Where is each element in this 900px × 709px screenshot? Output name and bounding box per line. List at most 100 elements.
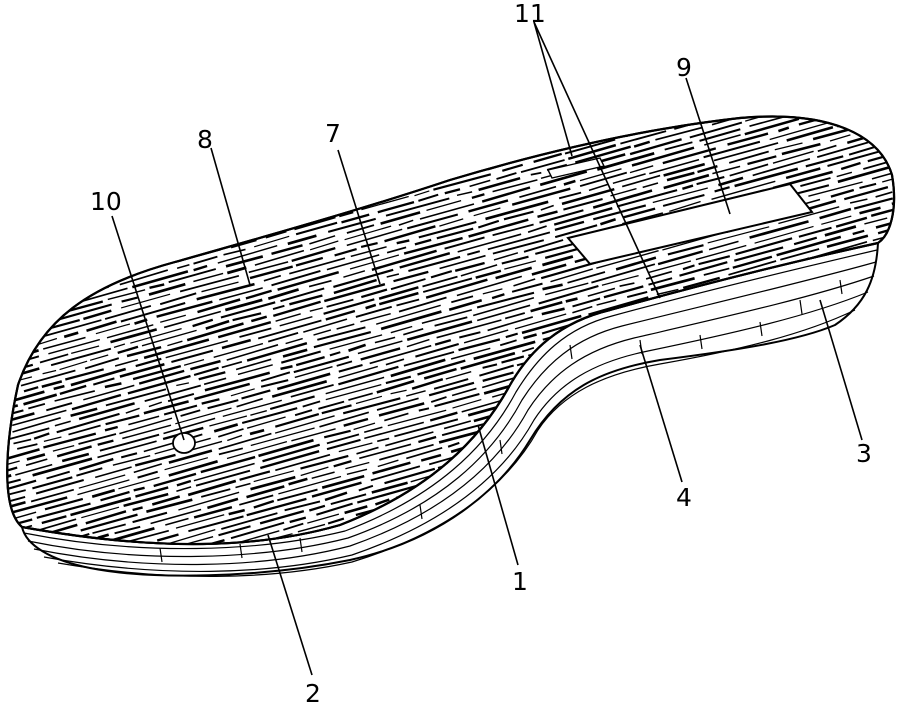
grain-line [634,99,672,109]
grain-line [195,588,253,603]
grain-line [579,171,628,187]
grain-line [873,330,895,341]
grain-line [735,51,750,55]
grain-line [212,116,275,129]
grain-line [0,428,6,435]
grain-line [156,598,170,602]
grain-line [33,215,74,230]
grain-line [841,60,878,71]
grain-line [848,2,880,11]
grain-line [274,413,320,428]
grain-line [506,506,519,512]
grain-line [704,78,768,95]
grain-line [409,93,472,110]
grain-line [218,525,251,537]
grain-line [837,3,900,21]
grain-line [711,180,776,200]
grain-line [246,342,308,362]
grain-line [134,453,176,467]
grain-line [345,176,390,191]
grain-line [326,254,380,271]
grain-line [535,90,591,107]
grain-line [263,274,282,282]
grain-line [526,38,578,52]
grain-line [458,338,501,352]
grain-line [346,224,375,234]
grain-line [447,441,460,448]
grain-line [43,196,96,213]
grain-line [148,582,208,599]
grain-line [740,27,794,42]
grain-line [5,554,43,564]
grain-line [597,466,640,480]
grain-line [670,437,699,448]
grain-line [876,298,895,309]
grain-line [6,656,32,663]
grain-line [860,116,895,134]
grain-line [230,159,255,167]
grain-line [223,125,288,144]
grain-line [30,242,89,261]
grain-line [156,130,174,139]
grain-line [403,351,455,367]
grain-line [97,440,157,459]
grain-line [56,445,92,458]
grain-line [890,10,900,19]
grain-line [729,163,769,177]
grain-line [602,405,614,410]
grain-line [38,244,102,264]
grain-line [444,188,461,195]
grain-line [883,50,900,59]
grain-line [330,493,367,506]
grain-line [485,81,534,95]
grain-line [775,64,818,76]
grain-line [226,344,279,361]
grain-line [436,227,474,240]
grain-line [106,165,164,184]
grain-line [295,197,337,212]
grain-line [56,412,120,434]
grain-line [154,612,191,622]
grain-line [0,260,7,267]
grain-line [469,130,535,151]
grain-line [460,264,498,277]
grain-line [777,126,790,133]
grain-line [318,400,345,410]
grain-line [274,415,335,434]
grain-line [329,334,383,350]
grain-line [133,463,163,474]
grain-line [346,138,372,147]
grain-line [493,252,519,261]
grain-line [121,296,138,303]
grain-line [317,326,366,341]
grain-line [0,378,6,385]
grain-line [198,371,226,381]
grain-line [558,191,582,200]
grain-line [587,106,600,110]
grain-line [144,200,198,216]
grain-line [372,91,408,102]
grain-line [271,269,321,287]
grain-line [808,116,836,117]
grain-line [607,398,663,416]
grain-line [88,595,118,603]
grain-line [469,116,486,120]
grain-line [795,90,859,107]
grain-line [580,43,605,50]
grain-line [0,440,4,447]
grain-line [59,153,98,165]
grain-line [884,19,900,27]
grain-line [390,62,428,73]
grain-line [338,211,354,218]
grain-line [682,264,695,271]
grain-line [737,421,779,435]
grain-line [195,469,251,487]
grain-line [0,626,30,640]
grain-line [43,432,97,449]
grain-line [876,355,895,365]
grain-line [377,101,394,107]
grain-line [308,504,326,512]
grain-line [540,129,557,137]
grain-line [734,246,784,262]
grain-line [504,312,526,320]
